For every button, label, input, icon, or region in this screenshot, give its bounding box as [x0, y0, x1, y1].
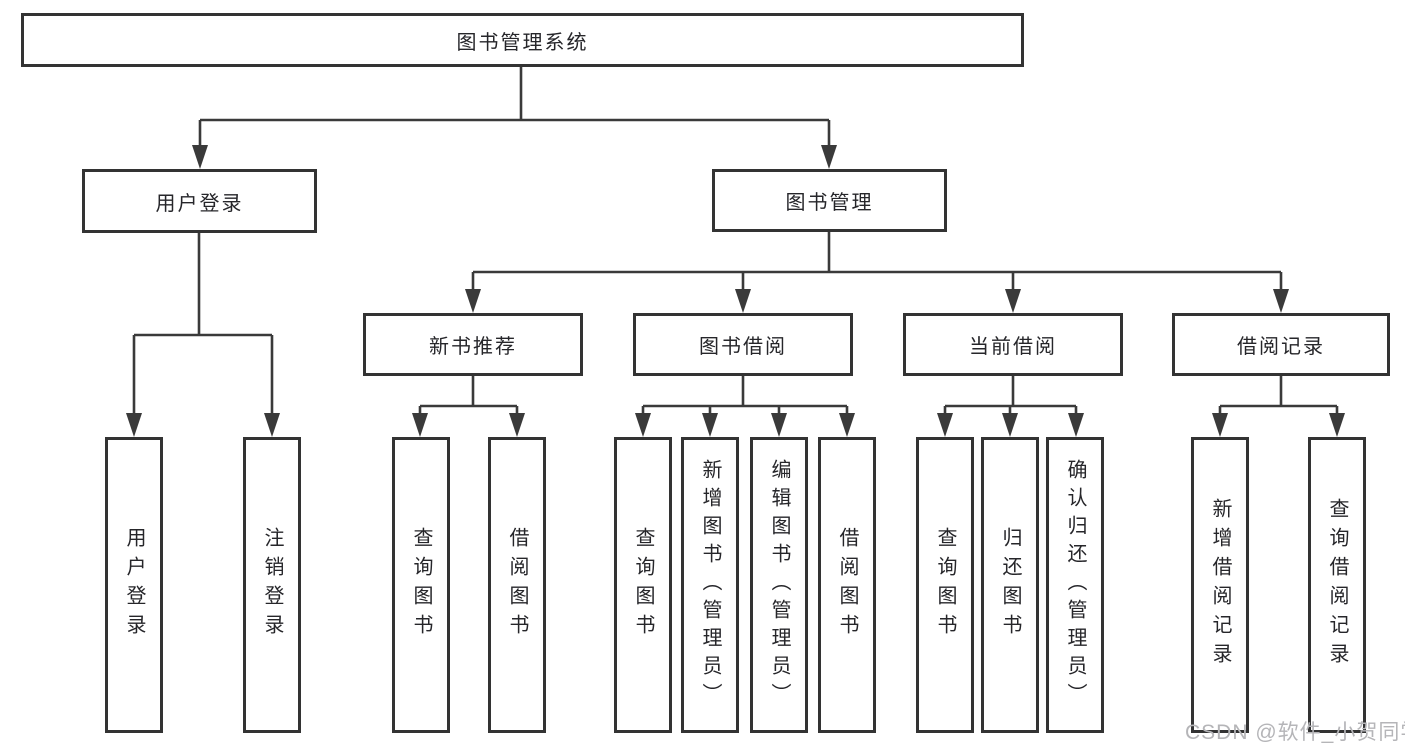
leaf-logout: 注销登录 — [243, 437, 301, 733]
leaf-add-books-admin: 新增图书（管理员） — [681, 437, 739, 733]
leaf-borrow-books: 借阅图书 — [818, 437, 876, 733]
leaf-borrow-books-recommend: 借阅图书 — [488, 437, 546, 733]
leaf-query-books-current: 查询图书 — [916, 437, 974, 733]
leaf-add-borrow-record: 新增借阅记录 — [1191, 437, 1249, 733]
leaf-query-borrow-record: 查询借阅记录 — [1308, 437, 1366, 733]
node-new-book-recommend: 新书推荐 — [363, 313, 583, 376]
node-book-management: 图书管理 — [712, 169, 947, 232]
node-current-borrow: 当前借阅 — [903, 313, 1123, 376]
node-borrow-record: 借阅记录 — [1172, 313, 1390, 376]
csdn-watermark: CSDN @软件_小贺同学 — [1185, 721, 1405, 744]
leaf-return-books: 归还图书 — [981, 437, 1039, 733]
leaf-user-login: 用户登录 — [105, 437, 163, 733]
node-library-system: 图书管理系统 — [21, 13, 1024, 67]
leaf-edit-books-admin: 编辑图书（管理员） — [750, 437, 808, 733]
node-book-borrow: 图书借阅 — [633, 313, 853, 376]
leaf-query-books-recommend: 查询图书 — [392, 437, 450, 733]
leaf-confirm-return-admin: 确认归还（管理员） — [1046, 437, 1104, 733]
node-user-login: 用户登录 — [82, 169, 317, 233]
leaf-query-books-borrow: 查询图书 — [614, 437, 672, 733]
